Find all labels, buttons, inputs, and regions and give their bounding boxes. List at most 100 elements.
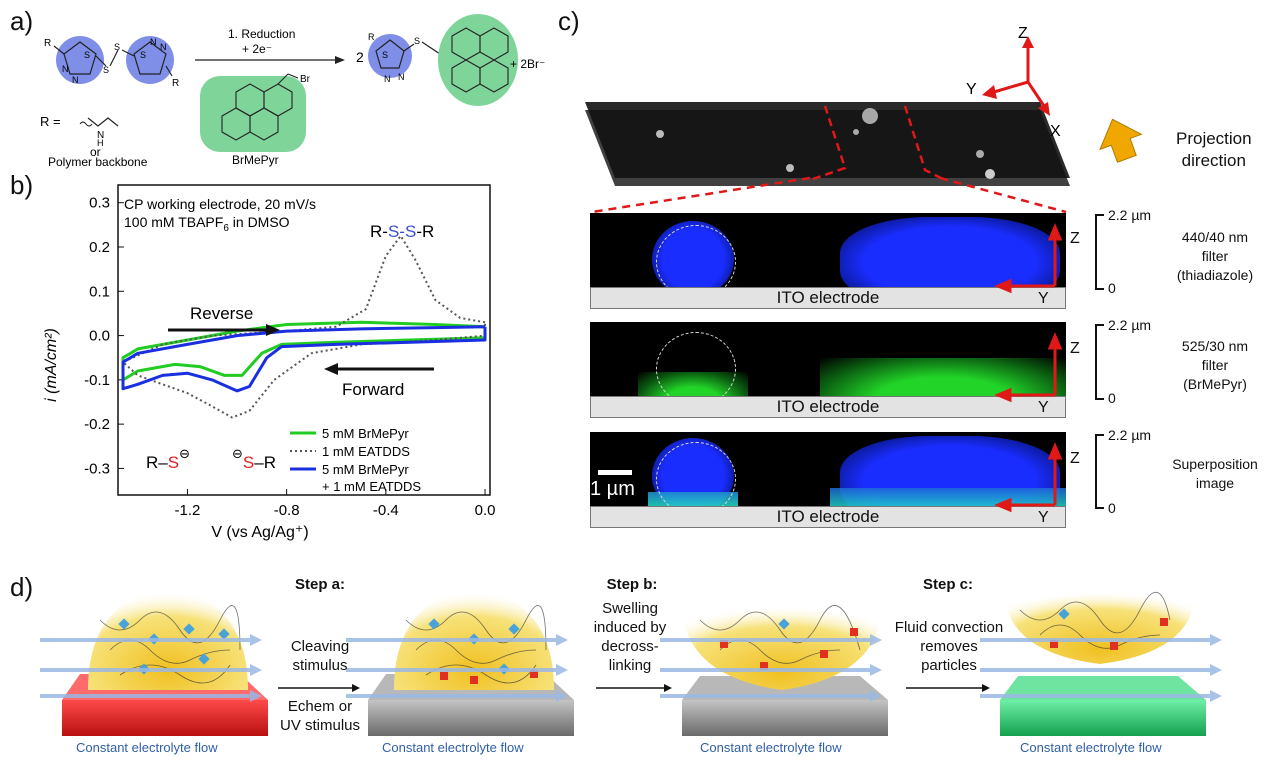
atom-label: N [160, 42, 167, 52]
annotation-line-1: CP working electrode, 20 mV/s [124, 196, 316, 212]
legend-item: 5 mM BrMePyr [322, 426, 409, 441]
atom-label: R [172, 78, 179, 89]
y-label: Y [1038, 290, 1049, 307]
byproduct-label: + 2Br⁻ [510, 57, 545, 71]
thiadiazole-channel-image [590, 213, 1066, 287]
disulfide-label: R-S-S-R [370, 222, 434, 241]
atom-label: H [97, 138, 104, 148]
pyrene-highlight [438, 14, 518, 106]
thiadiazole-ring [133, 41, 167, 75]
scale-bottom: 0 [1108, 500, 1116, 516]
panel-label-a: a) [10, 6, 34, 36]
y-label: Y [1038, 509, 1049, 526]
thiadiazole-ring [63, 41, 97, 75]
thiadiazole-highlight [126, 36, 174, 84]
y-tick-label: -0.3 [84, 460, 110, 477]
step-a-title: Step a: [294, 576, 345, 593]
r-definition: R = [40, 114, 61, 129]
scale-bar-label: 1 µm [590, 478, 635, 500]
thiolate-left: R–S⊖ [146, 446, 190, 472]
flow-caption: Constant electrolyte flow [1020, 740, 1162, 755]
y-axis-label: i (mA/cm²) [43, 328, 60, 402]
y-tick-label: -0.2 [84, 416, 110, 433]
ito-electrode: ITO electrode [590, 287, 1066, 309]
scale-top: 2.2 µm [1108, 317, 1152, 333]
reverse-arrow [266, 324, 280, 336]
legend-item: + 1 mM EATDDS [322, 479, 421, 494]
legend: 5 mM BrMePyr 1 mM EATDDS 5 mM BrMePyr + … [290, 426, 421, 494]
legend-item: 5 mM BrMePyr [322, 462, 409, 477]
bromine-label: Br [300, 74, 311, 85]
reverse-label: Reverse [190, 304, 253, 323]
y-tick-label: 0.1 [89, 283, 110, 300]
panel-label-b: b) [10, 170, 34, 200]
projection-diagram: Z Y X [585, 25, 1070, 186]
atom-label: N [384, 74, 391, 84]
flow-caption: Constant electrolyte flow [700, 740, 842, 755]
step1-text: 1. Reduction [228, 27, 295, 41]
projection-label: Projection direction [1176, 129, 1252, 170]
series-line [121, 320, 487, 382]
flow-caption: Constant electrolyte flow [382, 740, 524, 755]
thiadiazole-highlight [368, 34, 412, 78]
z-label: Z [1070, 340, 1080, 357]
forward-label: Forward [342, 380, 404, 399]
step-arrow [982, 684, 990, 692]
reagent-label: BrMePyr [232, 153, 279, 167]
axis-y-label: Y [966, 81, 977, 98]
x-tick-label: -0.4 [373, 502, 399, 519]
degradation-schematic [40, 588, 1222, 736]
height-scale [1095, 214, 1104, 509]
y-label: Y [1038, 399, 1049, 416]
z-label: Z [1070, 450, 1080, 467]
annotation-line-2: 100 mM TBAPF6 in DMSO [124, 214, 290, 234]
legend-item: 1 mM EATDDS [322, 444, 410, 459]
axis-z-label: Z [1018, 25, 1028, 42]
atom-label: S [103, 65, 109, 75]
y-tick-label: 0.3 [89, 195, 110, 212]
x-tick-label: -1.2 [175, 502, 201, 519]
ito-electrode: ITO electrode [590, 396, 1066, 418]
yz-axis-marker [994, 223, 1063, 513]
forward-arrow [324, 363, 338, 375]
step-arrow [664, 684, 672, 692]
thiadiazole-highlight [56, 36, 104, 84]
or-label: or [90, 145, 101, 159]
step1-electrons: + 2e⁻ [242, 42, 272, 56]
plot-frame [117, 184, 491, 496]
reaction-scheme: S S S S N N N N R R R = N H or Polymer b… [40, 14, 545, 169]
atom-label: S [114, 42, 120, 52]
panel-label-c: c) [558, 6, 580, 36]
scale-top: 2.2 µm [1108, 427, 1152, 443]
scale-top: 2.2 µm [1108, 207, 1152, 223]
scale-bottom: 0 [1108, 280, 1116, 296]
atom-label: N [398, 72, 405, 82]
atom-label: N [150, 37, 157, 47]
flow-arrows [40, 638, 1210, 698]
atom-label: S [414, 36, 420, 46]
axis-x-label: X [1050, 123, 1061, 140]
product-coefficient: 2 [356, 49, 364, 65]
x-tick-label: 0.0 [475, 502, 496, 519]
scale-bottom: 0 [1108, 390, 1116, 406]
step-arrow [352, 684, 360, 692]
y-tick-label: 0.0 [89, 328, 110, 345]
atom-label: S [84, 50, 90, 60]
atom-label: R [44, 38, 51, 49]
ito-electrode: ITO electrode [590, 506, 1066, 528]
x-axis-label: V (vs Ag/Ag⁺) [211, 524, 308, 541]
axis-triad [982, 36, 1050, 116]
superposition-image: 1 µm [590, 432, 1066, 506]
pyrene-structure [451, 27, 509, 93]
step-b-title: Step b: [606, 576, 658, 593]
scale-bar [598, 470, 632, 475]
